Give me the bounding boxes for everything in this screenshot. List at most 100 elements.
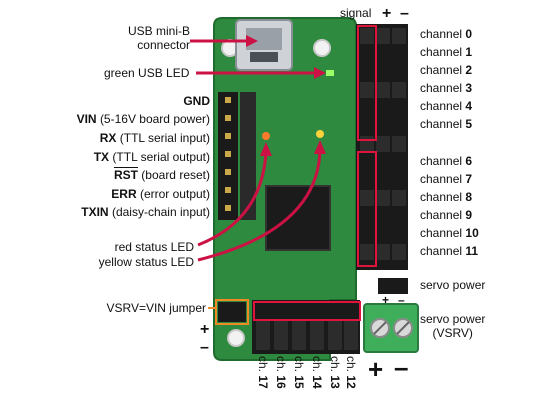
- plus-header-sign: +: [382, 5, 392, 22]
- bottom-channel-label-13: ch. 13: [328, 356, 342, 389]
- vsrv-jumper-box: [215, 299, 249, 325]
- servo-power-vsrv-line1: servo power: [420, 312, 486, 326]
- bottom-channel-label-15: ch. 15: [292, 356, 306, 389]
- channel-number: 17: [256, 375, 270, 389]
- channel-number: 8: [465, 190, 473, 204]
- green-led-label: green USB LED: [104, 66, 190, 80]
- gnd-name: GND: [183, 94, 210, 108]
- yellow-led: [316, 130, 324, 138]
- vin-name: VIN: [76, 112, 97, 126]
- vin-label: VIN (5-16V board power): [30, 112, 210, 126]
- channel-number: 15: [292, 375, 306, 389]
- rst-name: RST: [113, 168, 138, 182]
- channel-number: 1: [465, 45, 473, 59]
- err-name: ERR: [111, 187, 137, 201]
- arrow-yellow-led: [197, 149, 322, 262]
- channel-word: channel: [420, 81, 463, 95]
- servo-power-vsrv-line2: (VSRV): [432, 326, 473, 340]
- rx-desc: (TTL serial input): [119, 131, 210, 145]
- terminal-minus-sign: –: [394, 352, 409, 382]
- right-header-cells: [360, 28, 406, 260]
- channel-word: channel: [420, 27, 463, 41]
- channel-label-0: channel 0: [420, 27, 472, 41]
- channel-word: channel: [420, 45, 463, 59]
- channel-number: 0: [465, 27, 473, 41]
- servo-plus-sign: +: [382, 293, 390, 307]
- channel-word: channel: [420, 190, 463, 204]
- rx-label: RX (TTL serial input): [30, 131, 210, 145]
- bottom-channel-label-16: ch. 16: [274, 356, 288, 389]
- left-header-pins: [225, 97, 231, 211]
- rst-label: RST (board reset): [30, 168, 210, 182]
- channel-number: 9: [465, 208, 473, 222]
- channel-label-8: channel 8: [420, 190, 472, 204]
- channel-label-6: channel 6: [420, 154, 472, 168]
- channel-word: channel: [420, 117, 463, 131]
- txin-name: TXIN: [81, 205, 109, 219]
- servo-power-label: servo power: [420, 278, 486, 292]
- microcontroller-chip: [265, 185, 331, 251]
- usb-connector-line2: connector: [137, 38, 190, 52]
- channel-label-9: channel 9: [420, 208, 472, 222]
- channel-word: channel: [420, 154, 463, 168]
- err-desc: (error output): [139, 187, 210, 201]
- arrow-red-led: [197, 151, 268, 247]
- channel-number: 13: [328, 375, 342, 389]
- channel-number: 5: [465, 117, 473, 131]
- servo-minus-sign: –: [398, 293, 405, 307]
- channel-number: 11: [465, 244, 479, 258]
- yellow-led-label: yellow status LED: [98, 255, 194, 269]
- channel-word: channel: [420, 99, 463, 113]
- rx-name: RX: [99, 131, 117, 145]
- mounting-hole: [313, 39, 331, 57]
- bottom-signal-box: [253, 301, 361, 321]
- red-led-label: red status LED: [114, 240, 194, 254]
- bottom-channel-label-14: ch. 14: [310, 356, 324, 389]
- channel-number: 2: [465, 63, 473, 77]
- channel-label-5: channel 5: [420, 117, 472, 131]
- left-minus-sign: –: [200, 339, 209, 356]
- channel-prefix: ch.: [310, 356, 324, 373]
- channel-number: 3: [465, 81, 473, 95]
- red-led: [262, 132, 270, 140]
- tx-name: TX: [93, 150, 110, 164]
- rst-desc: (board reset): [141, 168, 210, 182]
- tx-label: TX (TTL serial output): [30, 150, 210, 164]
- channel-prefix: ch.: [274, 356, 288, 373]
- channel-number: 12: [344, 375, 358, 389]
- screw-terminal: [363, 303, 419, 353]
- channel-label-3: channel 3: [420, 81, 472, 95]
- channel-number: 4: [465, 99, 473, 113]
- channel-label-7: channel 7: [420, 172, 472, 186]
- minus-header-sign: –: [400, 5, 409, 22]
- arrows: [190, 39, 322, 262]
- channel-label-10: channel 10: [420, 226, 479, 240]
- channel-label-2: channel 2: [420, 63, 472, 77]
- err-label: ERR (error output): [30, 187, 210, 201]
- signal-box-upper: [357, 25, 377, 141]
- channel-prefix: ch.: [344, 356, 358, 373]
- txin-desc: (daisy-chain input): [111, 205, 210, 219]
- bottom-channel-label-12: ch. 12: [344, 356, 358, 389]
- bottom-header-cells: [256, 320, 358, 350]
- left-header: [218, 92, 256, 220]
- channel-word: channel: [420, 63, 463, 77]
- vsrv-jumper: [218, 302, 246, 322]
- channel-number: 7: [465, 172, 473, 186]
- servo-power-vsrv-label: servo power (VSRV): [420, 312, 485, 340]
- channel-number: 6: [465, 154, 473, 168]
- channel-prefix: ch.: [256, 356, 270, 373]
- signal-box-lower: [357, 151, 377, 267]
- channel-number: 10: [465, 226, 479, 240]
- channel-label-1: channel 1: [420, 45, 472, 59]
- channel-prefix: ch.: [328, 356, 342, 373]
- channel-label-4: channel 4: [420, 99, 472, 113]
- channel-word: channel: [420, 244, 463, 258]
- left-plus-sign: +: [200, 321, 210, 338]
- channel-word: channel: [420, 172, 463, 186]
- channel-number: 14: [310, 375, 324, 389]
- gnd-label: GND: [60, 94, 210, 108]
- tx-desc: (TTL serial output): [112, 150, 210, 164]
